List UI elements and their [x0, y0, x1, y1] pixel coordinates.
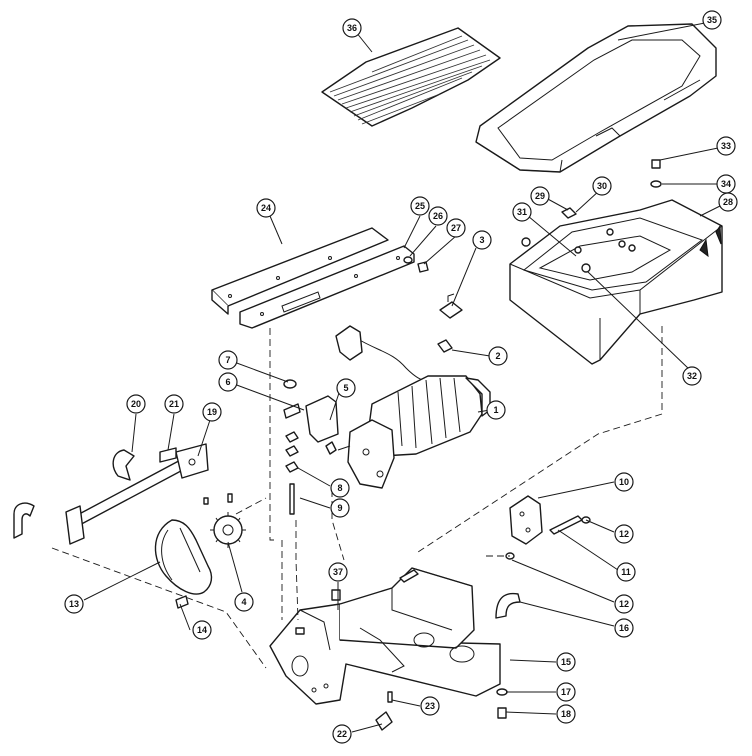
svg-text:16: 16: [619, 623, 629, 633]
side-rail-parts: [211, 227, 415, 329]
callout-8: 8: [330, 478, 350, 498]
callout-15: 15: [556, 652, 576, 672]
clip-parts-2-3: [437, 293, 463, 353]
svg-text:24: 24: [261, 203, 271, 213]
base-hardware-parts: [375, 688, 508, 731]
motor-part: [335, 325, 491, 489]
svg-text:5: 5: [343, 383, 348, 393]
svg-text:8: 8: [337, 483, 342, 493]
callout-32: 32: [682, 366, 702, 386]
base-frame-part: [269, 567, 501, 705]
callout-25: 25: [410, 196, 430, 216]
svg-text:19: 19: [207, 407, 217, 417]
svg-text:7: 7: [225, 355, 230, 365]
callout-18: 18: [556, 704, 576, 724]
svg-text:4: 4: [241, 597, 246, 607]
callout-1: 1: [486, 400, 506, 420]
callout-26: 26: [428, 206, 448, 226]
svg-text:21: 21: [169, 399, 179, 409]
svg-text:14: 14: [197, 625, 207, 635]
svg-text:1: 1: [493, 405, 498, 415]
callout-30: 30: [592, 176, 612, 196]
ribbed-mat-part: [321, 27, 501, 127]
callout-4: 4: [234, 592, 254, 612]
assembly-guide-lines: [51, 326, 663, 669]
callout-3: 3: [472, 230, 492, 250]
callout-34: 34: [716, 174, 736, 194]
svg-text:25: 25: [415, 201, 425, 211]
svg-text:13: 13: [69, 599, 79, 609]
svg-text:26: 26: [433, 211, 443, 221]
svg-text:27: 27: [451, 223, 461, 233]
callout-31: 31: [512, 202, 532, 222]
svg-text:30: 30: [597, 181, 607, 191]
callout-19: 19: [202, 402, 222, 422]
callout-22: 22: [332, 724, 352, 744]
callout-11: 11: [616, 562, 636, 582]
svg-text:17: 17: [561, 687, 571, 697]
sprocket-chain-parts: [154, 493, 246, 609]
callout-27: 27: [446, 218, 466, 238]
callout-24: 24: [256, 198, 276, 218]
top-cover-part: [475, 23, 717, 173]
svg-text:12: 12: [619, 529, 629, 539]
svg-text:2: 2: [495, 351, 500, 361]
callout-35: 35: [702, 10, 722, 30]
callout-12-upper: 12: [614, 524, 634, 544]
callout-20: 20: [126, 394, 146, 414]
callout-7: 7: [218, 350, 238, 370]
leader-lines: [83, 21, 721, 733]
svg-text:34: 34: [721, 179, 731, 189]
callout-28: 28: [718, 192, 738, 212]
callout-37: 37: [328, 562, 348, 582]
callout-10: 10: [614, 472, 634, 492]
callout-17: 17: [556, 682, 576, 702]
svg-text:10: 10: [619, 477, 629, 487]
svg-text:18: 18: [561, 709, 571, 719]
svg-text:11: 11: [621, 567, 631, 577]
callout-36: 36: [342, 18, 362, 38]
svg-text:6: 6: [225, 377, 230, 387]
callout-16: 16: [614, 618, 634, 638]
callout-12-lower: 12: [614, 594, 634, 614]
svg-text:3: 3: [479, 235, 484, 245]
svg-text:32: 32: [687, 371, 697, 381]
svg-text:35: 35: [707, 15, 717, 25]
callout-33: 33: [716, 136, 736, 156]
svg-text:22: 22: [337, 729, 347, 739]
callout-14: 14: [192, 620, 212, 640]
svg-text:29: 29: [535, 191, 545, 201]
fasteners-29-34: [561, 159, 662, 219]
callout-9: 9: [330, 498, 350, 518]
svg-text:37: 37: [333, 567, 343, 577]
callout-2: 2: [488, 346, 508, 366]
svg-text:31: 31: [517, 207, 527, 217]
svg-text:20: 20: [131, 399, 141, 409]
shaft-assembly-parts: [13, 443, 209, 545]
callout-23: 23: [420, 696, 440, 716]
callout-6: 6: [218, 372, 238, 392]
callout-21: 21: [164, 394, 184, 414]
svg-text:28: 28: [723, 197, 733, 207]
tray-part: [509, 199, 723, 365]
callout-5: 5: [336, 378, 356, 398]
svg-text:36: 36: [347, 23, 357, 33]
svg-text:33: 33: [721, 141, 731, 151]
svg-text:15: 15: [561, 657, 571, 667]
handle-part: [495, 592, 521, 619]
bushings-26-27: [403, 256, 429, 273]
bracket-pin-parts: [505, 495, 591, 560]
svg-text:9: 9: [337, 503, 342, 513]
callout-29: 29: [530, 186, 550, 206]
callout-13: 13: [64, 594, 84, 614]
svg-text:12: 12: [619, 599, 629, 609]
mount-hardware-parts: [283, 379, 339, 515]
svg-text:23: 23: [425, 701, 435, 711]
